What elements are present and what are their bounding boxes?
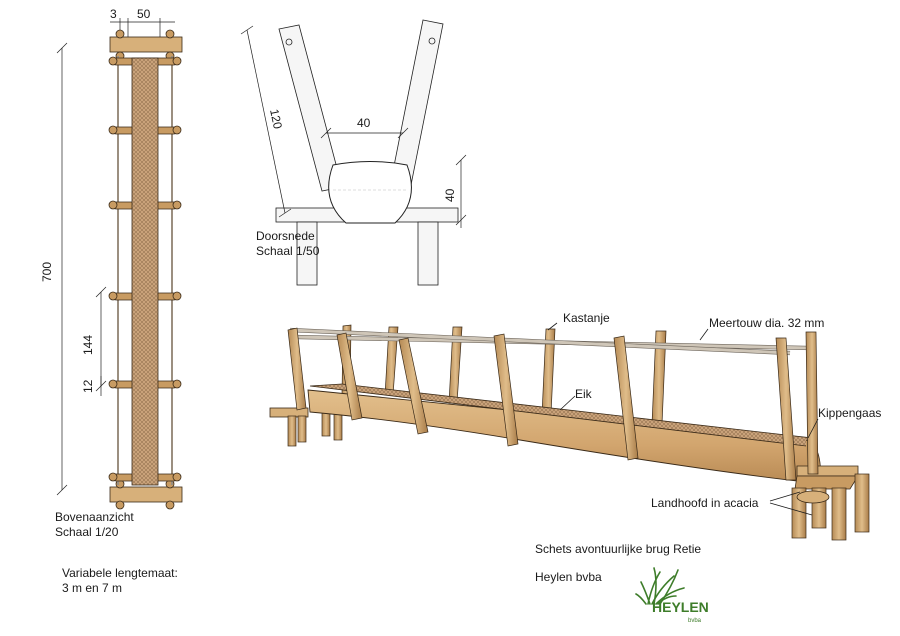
trunk-mesh: [131, 57, 159, 486]
section-caption: Doorsnede Schaal 1/50: [256, 229, 319, 259]
leader-eik: [559, 395, 576, 411]
length-note-line1: Variabele lengtemaat:: [62, 566, 178, 580]
dim-trunk-height: 40: [443, 188, 457, 202]
section-leg-right: [417, 221, 439, 286]
grass-icon: [635, 567, 685, 605]
post-top: [115, 500, 125, 510]
section-view: 120 40 40: [240, 19, 467, 286]
abutment-right: [796, 465, 859, 477]
dim-trunk-width: 40: [357, 116, 371, 130]
dim-width: 50: [137, 7, 151, 21]
label-kippengaas: Kippengaas: [818, 406, 881, 420]
leader-landhoofd-1: [769, 491, 801, 502]
section-leg-left: [296, 221, 318, 286]
dim-post-length: 120: [267, 108, 285, 131]
section-trunk: [328, 161, 412, 224]
dim-length: 700: [40, 262, 54, 282]
leader-landhoofd-2: [769, 502, 813, 516]
company-name: Heylen bvba: [535, 570, 602, 584]
label-eik: Eik: [575, 387, 593, 401]
leader-kastanje: [547, 322, 558, 331]
dim-width-small: 3: [110, 7, 117, 21]
logo-text: HEYLEN: [652, 599, 709, 615]
dim-post-spacing: 144: [81, 335, 95, 355]
end-board-top: [109, 36, 183, 53]
length-note: Variabele lengtemaat: 3 m en 7 m: [62, 566, 178, 596]
post-top: [115, 29, 125, 39]
side-posts: [108, 56, 182, 482]
leader-kippengaas: [807, 418, 819, 439]
logo-sub: bvba: [688, 618, 702, 624]
post-top: [165, 500, 175, 510]
leader-meertouw: [699, 328, 709, 341]
length-note-line2: 3 m en 7 m: [62, 581, 123, 595]
perspective-view: Kastanje Meertouw dia. 32 mm Eik Kippeng…: [269, 311, 881, 541]
top-view-caption-line1: Bovenaanzicht: [55, 510, 134, 524]
top-view: 3 50: [40, 7, 183, 510]
label-meertouw: Meertouw dia. 32 mm: [709, 316, 824, 330]
section-caption-line1: Doorsnede: [256, 229, 315, 243]
end-board-bottom: [109, 486, 183, 503]
section-caption-line2: Schaal 1/50: [256, 244, 320, 258]
heylen-logo: HEYLEN bvba: [635, 567, 709, 624]
top-view-caption: Bovenaanzicht Schaal 1/20: [55, 510, 134, 540]
top-view-caption-line2: Schaal 1/20: [55, 525, 119, 539]
abutment-left: [269, 407, 309, 418]
label-landhoofd: Landhoofd in acacia: [651, 496, 759, 510]
dim-line-post: [246, 29, 286, 214]
drawing-title: Schets avontuurlijke brug Retie: [535, 542, 702, 556]
front-posts: [287, 327, 819, 481]
post-top: [165, 29, 175, 39]
label-kastanje: Kastanje: [563, 311, 610, 325]
main-trunk: [307, 389, 811, 483]
dim-post: 12: [81, 379, 95, 393]
